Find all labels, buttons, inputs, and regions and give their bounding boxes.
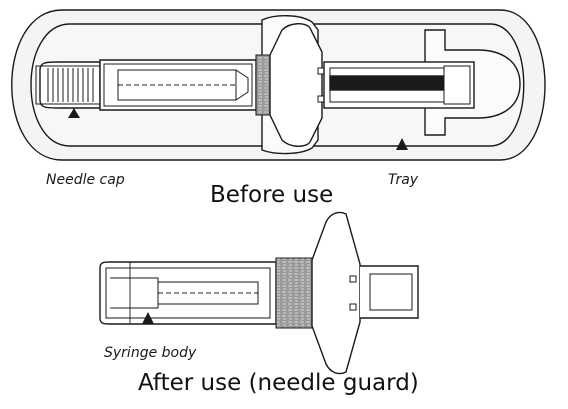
before-use-caption: Before use xyxy=(210,182,334,208)
syringe-body-pointer xyxy=(142,312,154,324)
before-use-illustration xyxy=(11,9,546,161)
needle-cap xyxy=(35,61,105,109)
needle-cap-label: Needle cap xyxy=(46,172,125,188)
tray-label: Tray xyxy=(388,172,419,188)
plunger-after xyxy=(360,265,419,319)
plunger-before xyxy=(323,61,475,109)
finger-flange-before xyxy=(269,23,323,147)
needle-cap-pointer xyxy=(68,108,80,118)
tray-pointer xyxy=(396,138,408,150)
finger-flange-after xyxy=(311,211,361,375)
syringe-body-label: Syringe body xyxy=(104,345,197,361)
after-use-illustration xyxy=(99,211,419,375)
syringe-body-before xyxy=(99,54,271,116)
after-use-caption: After use (needle guard) xyxy=(138,370,419,396)
